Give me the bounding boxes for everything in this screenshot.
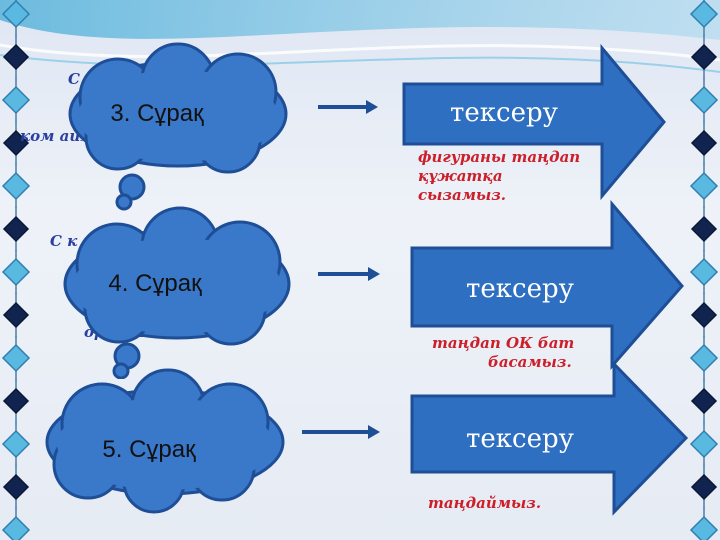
check-arrow-button-1[interactable]: [400, 44, 670, 204]
question-cloud-3[interactable]: [58, 42, 298, 212]
cloud-label-4: 4. Сұрақ: [108, 270, 202, 297]
light-diamond-ornament: [689, 85, 719, 115]
answer-text-2: таңдап ОК бат басамыз.: [432, 334, 575, 371]
check-button-label-1: тексеру: [450, 98, 558, 128]
light-diamond-ornament: [1, 85, 31, 115]
light-diamond-ornament: [1, 343, 31, 373]
right-diamond-border: [689, 0, 719, 540]
dark-diamond-ornament: [690, 43, 718, 71]
light-diamond-ornament: [689, 429, 719, 459]
light-diamond-ornament: [689, 515, 719, 540]
answer-text-1: фигураны таңдап құжатқа сызамыз.: [418, 148, 581, 204]
light-diamond-ornament: [689, 343, 719, 373]
dark-diamond-ornament: [690, 129, 718, 157]
light-diamond-ornament: [1, 429, 31, 459]
light-diamond-ornament: [689, 171, 719, 201]
connector-arrow-head-1: [366, 100, 378, 114]
light-diamond-ornament: [689, 0, 719, 29]
check-arrow-button-3[interactable]: [408, 360, 692, 520]
light-diamond-ornament: [1, 515, 31, 540]
answer-text-3: таңдаймыз.: [428, 494, 542, 512]
light-diamond-ornament: [1, 0, 31, 29]
connector-arrow-3: [302, 430, 370, 434]
connector-arrow-2: [318, 272, 370, 276]
connector-arrow-head-2: [368, 267, 380, 281]
connector-arrow-1: [318, 105, 368, 109]
dark-diamond-ornament: [690, 387, 718, 415]
light-diamond-ornament: [689, 257, 719, 287]
dark-diamond-ornament: [2, 387, 30, 415]
question-cloud-4[interactable]: [55, 204, 300, 379]
dark-diamond-ornament: [2, 473, 30, 501]
cloud-label-5: 5. Сұрақ: [102, 436, 196, 463]
left-diamond-border: [1, 0, 31, 540]
dark-diamond-ornament: [2, 129, 30, 157]
check-button-label-3: тексеру: [466, 424, 574, 454]
connector-arrow-head-3: [368, 425, 380, 439]
light-diamond-ornament: [1, 257, 31, 287]
dark-diamond-ornament: [2, 215, 30, 243]
dark-diamond-ornament: [690, 215, 718, 243]
dark-diamond-ornament: [2, 43, 30, 71]
light-diamond-ornament: [1, 171, 31, 201]
check-button-label-2: тексеру: [466, 274, 574, 304]
dark-diamond-ornament: [690, 301, 718, 329]
cloud-label-3: 3. Сұрақ: [110, 100, 204, 127]
dark-diamond-ornament: [2, 301, 30, 329]
dark-diamond-ornament: [690, 473, 718, 501]
question-cloud-5[interactable]: [30, 368, 290, 528]
check-arrow-button-2[interactable]: [408, 200, 688, 370]
